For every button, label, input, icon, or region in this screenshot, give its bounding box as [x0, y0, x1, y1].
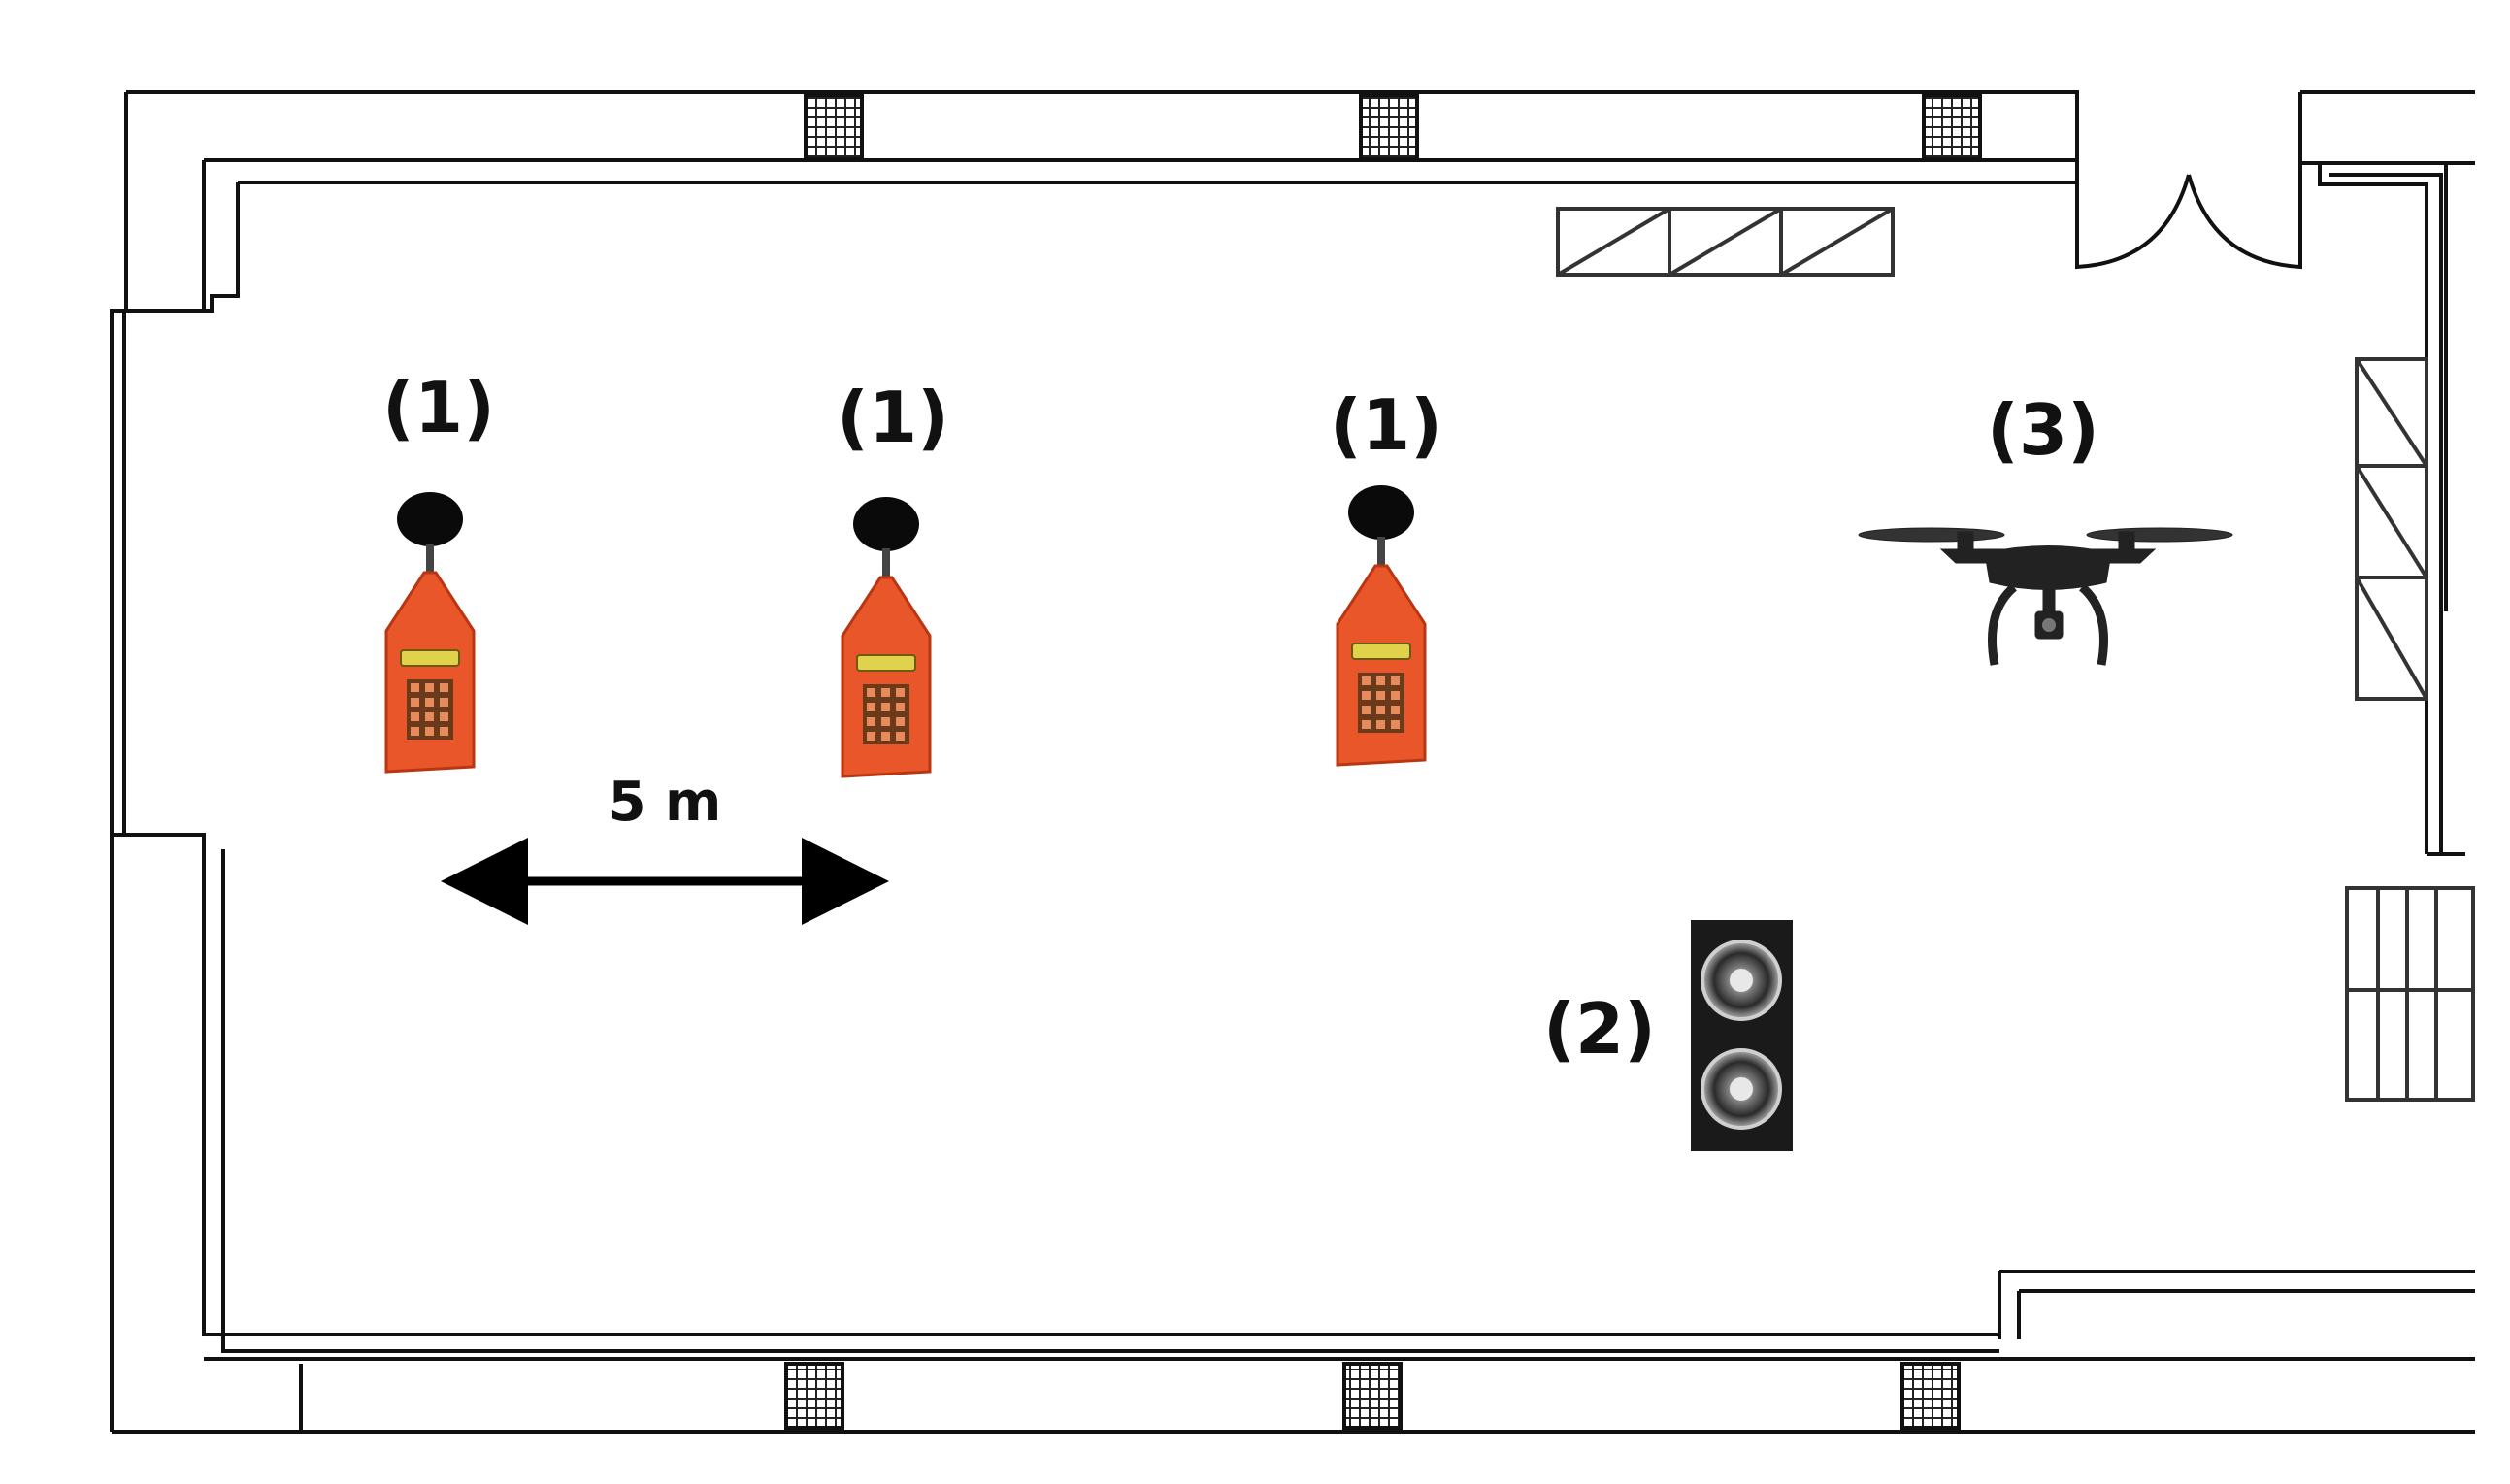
sound-level-meter-icon — [384, 492, 476, 774]
drone-icon — [1858, 527, 2233, 666]
shelf-unit-top — [1556, 207, 1895, 277]
loudspeaker-icon — [1691, 920, 1793, 1151]
drone-label: (3) — [1987, 389, 2099, 471]
sound-level-meter-icon — [841, 497, 932, 778]
speaker-label: (2) — [1543, 988, 1656, 1070]
building-walls — [110, 90, 2475, 1434]
double-door-icon — [2075, 163, 2302, 270]
shelf-unit-right — [2355, 357, 2428, 701]
sound-level-meter-icon — [1336, 485, 1427, 767]
meter-1-label: (1) — [382, 367, 495, 448]
meter-2-label: (1) — [837, 377, 949, 458]
distance-label: 5 m — [609, 771, 722, 834]
meter-3-label: (1) — [1330, 384, 1442, 466]
stairs-icon — [2345, 886, 2475, 1102]
bottom-window-grilles — [784, 1362, 1961, 1430]
top-window-grilles — [804, 93, 1982, 161]
